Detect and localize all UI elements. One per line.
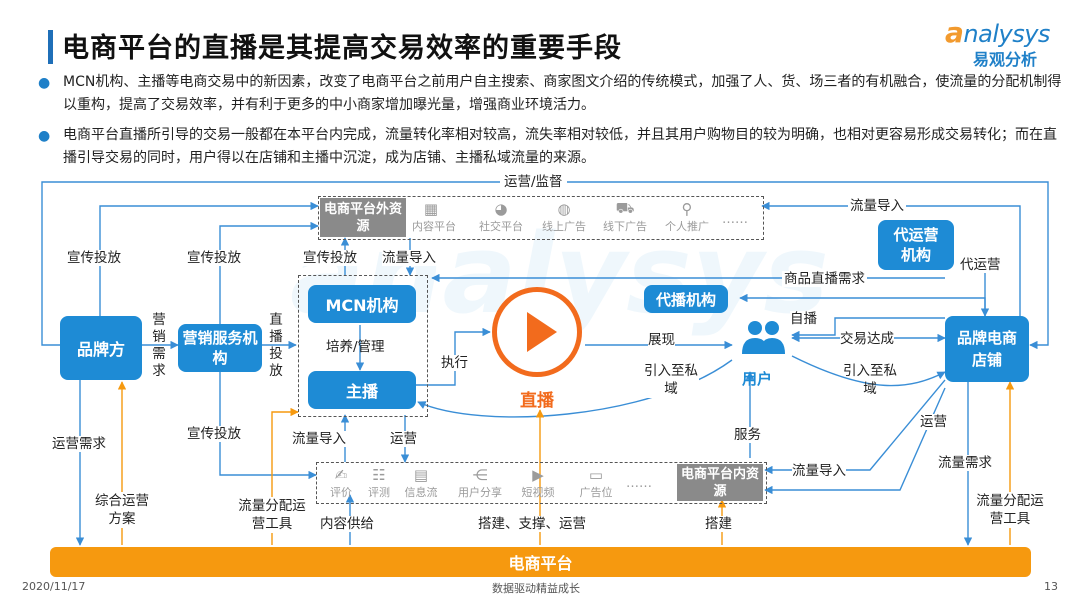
label-promo-brand: 宣传投放 xyxy=(67,250,121,266)
external-item-personal: ⚲ 个人推广 xyxy=(665,200,709,233)
cart-icon: ⛟ xyxy=(615,199,635,217)
checklist-icon: ☷ xyxy=(372,466,386,484)
external-resources-box xyxy=(318,196,764,240)
ad-slot-icon: ▭ xyxy=(588,466,604,484)
label-traffic-tools-left: 流量分配运营工具 xyxy=(238,497,306,533)
ops-agency-node: 代运营机构 xyxy=(878,220,954,270)
bullet-text-2: 电商平台直播所引导的交易一般都在本平台内完成，流量转化率相对较高，流失率相对较低… xyxy=(63,127,1057,166)
label-private-left: 引入至私域 xyxy=(643,362,699,398)
label-integrated-plan: 综合运营方案 xyxy=(92,492,152,528)
bullet-dot-icon: ● xyxy=(38,75,51,91)
label-show: 展现 xyxy=(648,332,675,348)
internal-resources-title: 电商平台内资源 xyxy=(677,464,763,501)
label-traffic-in-top: 流量导入 xyxy=(848,198,906,214)
external-item-content: ▦ 内容平台 xyxy=(412,200,456,233)
internal-item-ad-slot: ▭ 广告位 xyxy=(579,466,613,499)
label-ops-agent: 代运营 xyxy=(960,257,1001,273)
external-item-online-ad: ◍ 线上广告 xyxy=(542,200,586,233)
internal-ellipsis: …… xyxy=(626,476,652,491)
share-icon: ⋲ xyxy=(472,466,488,484)
mcn-anchor-group xyxy=(298,275,428,417)
footer-page-number: 13 xyxy=(1044,580,1058,593)
external-item-offline-ad: ⛟ 线下广告 xyxy=(603,199,647,233)
brand-store-node: 品牌电商店铺 xyxy=(945,316,1029,382)
live-label: 直播 xyxy=(520,391,554,411)
bullet-text-1: MCN机构、主播等电商交易中的新因素，改变了电商平台之前用户自主搜索、商家图文介… xyxy=(63,74,1062,113)
bullet-dot-icon: ● xyxy=(38,128,51,144)
internal-item-share: ⋲ 用户分享 xyxy=(458,466,502,499)
label-traffic-in-mcn: 流量导入 xyxy=(382,250,436,266)
label-content-supply: 内容供给 xyxy=(320,516,374,532)
anchor-node: 主播 xyxy=(308,371,416,409)
live-play-icon xyxy=(492,287,582,377)
label-build: 搭建 xyxy=(705,516,732,532)
chat-bubble-icon: ◕ xyxy=(494,200,508,218)
label-traffic-in-lower: 流量导入 xyxy=(292,431,346,447)
label-build-support: 搭建、支撑、运营 xyxy=(478,516,586,532)
title-accent-bar xyxy=(48,30,53,64)
external-item-social: ◕ 社交平台 xyxy=(479,200,523,233)
mcn-node: MCN机构 xyxy=(308,285,416,323)
grid-icon: ▦ xyxy=(423,200,439,218)
label-live-invest: 直播投放 xyxy=(269,312,283,379)
label-ops-supervise: 运营/监督 xyxy=(500,174,567,190)
label-ops-lower: 运营 xyxy=(390,431,417,447)
brand-node: 品牌方 xyxy=(60,316,142,380)
external-ellipsis: …… xyxy=(722,212,748,227)
label-deal: 交易达成 xyxy=(840,331,894,347)
label-promo-marketing: 宣传投放 xyxy=(187,250,241,266)
label-private-right: 引入至私域 xyxy=(843,363,897,397)
label-traffic-in-inner: 流量导入 xyxy=(792,463,846,479)
external-resources-title: 电商平台外资源 xyxy=(320,198,406,237)
user-icon xyxy=(736,318,790,358)
label-marketing-demand: 营销需求 xyxy=(152,312,166,379)
internal-resources-box xyxy=(316,462,767,504)
footer-date: 2020/11/17 xyxy=(22,580,86,593)
logo-chinese: 易观分析 xyxy=(973,50,1038,69)
person-promo-icon: ⚲ xyxy=(681,200,693,218)
ecommerce-platform-bar: 电商平台 xyxy=(50,547,1031,577)
play-triangle-icon xyxy=(527,312,557,352)
marketing-agency-node: 营销服务机构 xyxy=(178,324,262,372)
label-self-live: 自播 xyxy=(790,311,817,327)
video-icon: ▶ xyxy=(532,466,544,484)
internal-item-feed: ▤ 信息流 xyxy=(404,466,438,499)
label-traffic-tools-right: 流量分配运营工具 xyxy=(976,492,1044,528)
label-ops-demand: 运营需求 xyxy=(52,436,106,452)
internal-item-video: ▶ 短视频 xyxy=(521,466,555,499)
footer-slogan: 数据驱动精益成长 xyxy=(492,582,580,595)
page-title: 电商平台的直播是其提高交易效率的重要手段 xyxy=(62,33,622,64)
analysys-logo: analysys 易观分析 xyxy=(945,16,1060,69)
globe-icon: ◍ xyxy=(557,200,571,218)
label-product-live-demand: 商品直播需求 xyxy=(782,271,867,287)
user-label: 用户 xyxy=(742,370,773,388)
thumbs-up-icon: ✍ xyxy=(334,466,348,484)
label-execute: 执行 xyxy=(441,355,468,371)
label-promo-mcn: 宣传投放 xyxy=(303,250,357,266)
label-traffic-demand: 流量需求 xyxy=(938,455,992,471)
live-agency-node: 代播机构 xyxy=(644,285,728,313)
internal-item-review: ✍ 评价 xyxy=(330,466,352,499)
label-ops-right: 运营 xyxy=(920,414,947,430)
label-promo-lower: 宣传投放 xyxy=(187,426,241,442)
label-train-manage: 培养/管理 xyxy=(326,339,385,355)
users-glyph-icon xyxy=(742,321,785,354)
internal-item-test: ☷ 评测 xyxy=(368,466,390,499)
label-service: 服务 xyxy=(734,427,761,443)
logo-wordmark: analysys xyxy=(945,16,1050,49)
feed-icon: ▤ xyxy=(413,466,429,484)
